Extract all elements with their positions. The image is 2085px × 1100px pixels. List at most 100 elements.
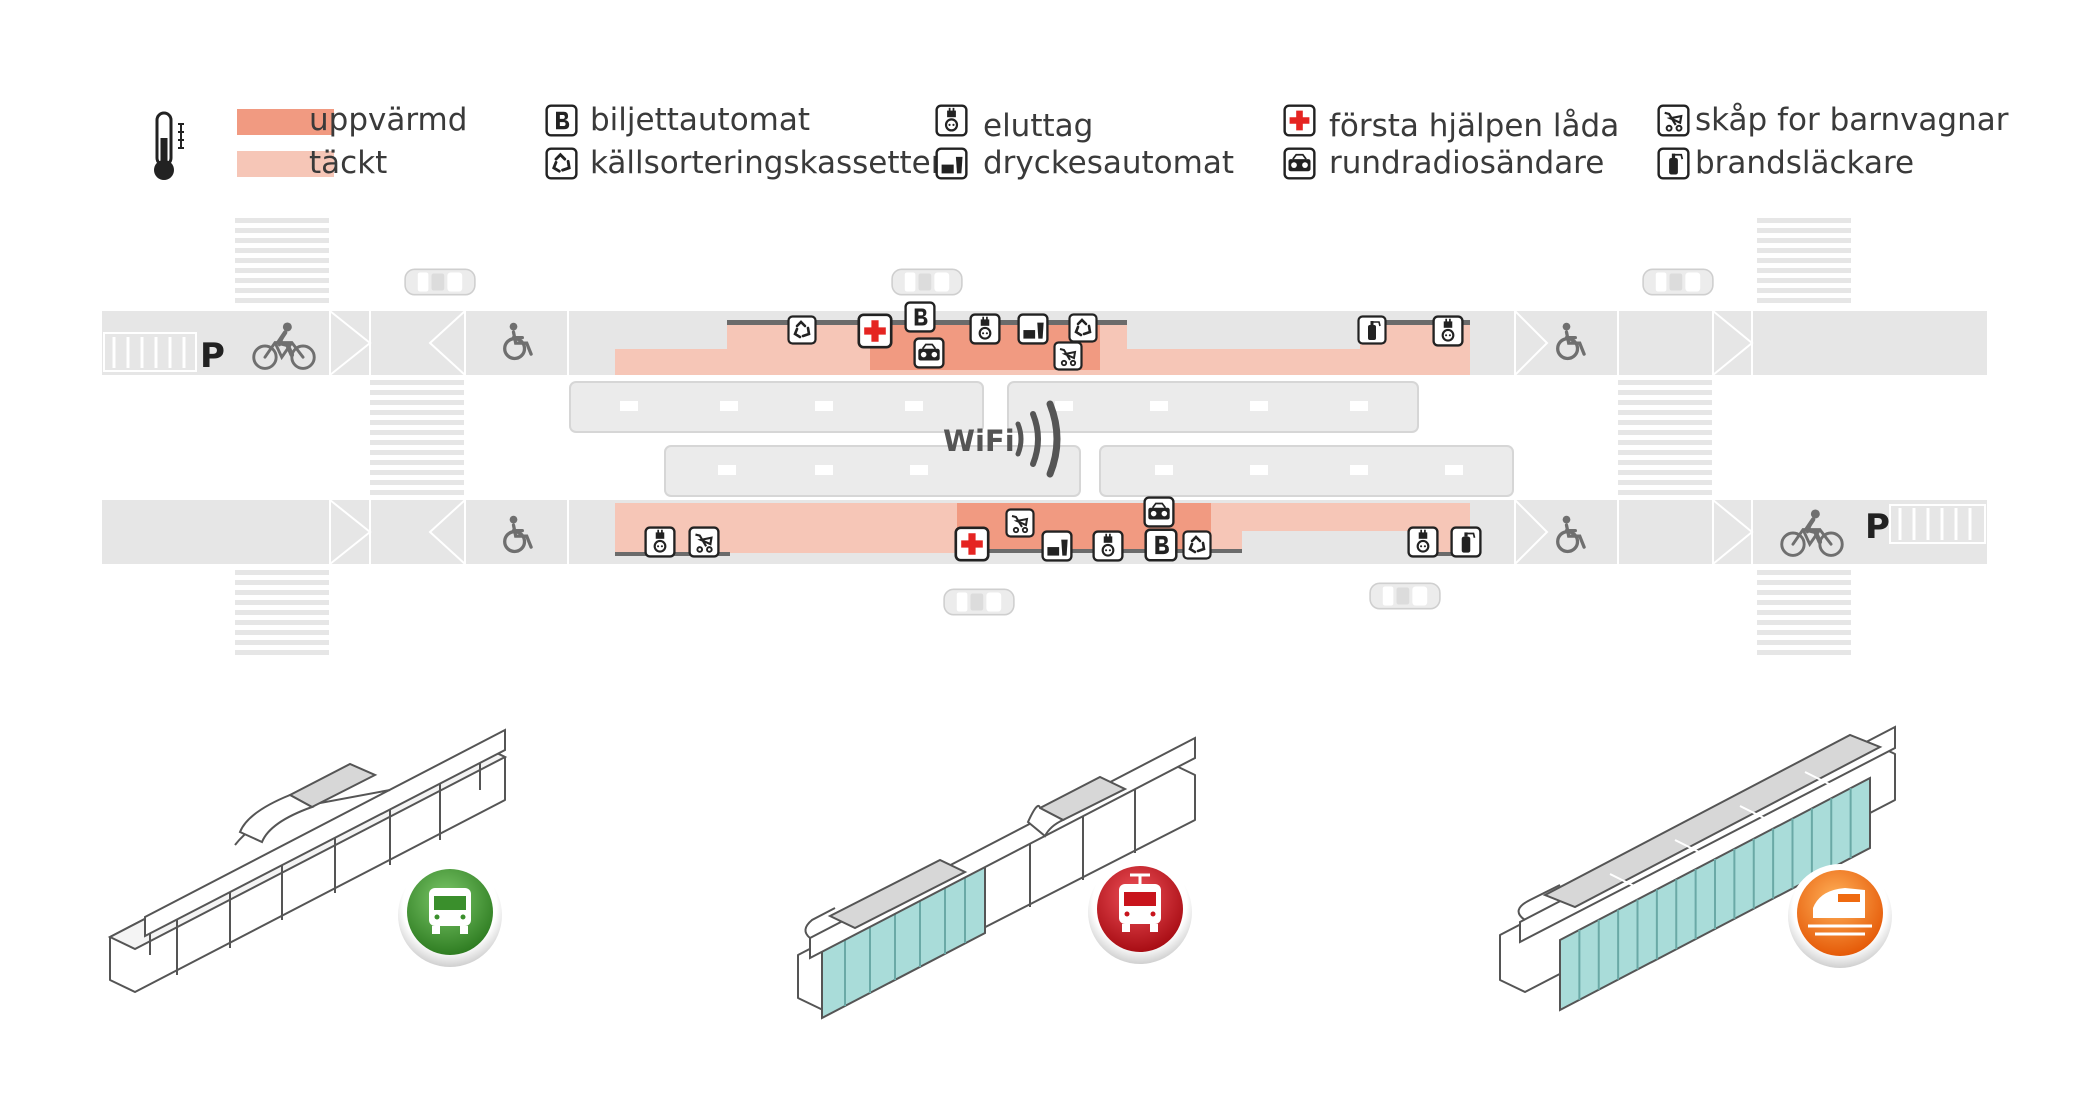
tram-shelter [797, 736, 1196, 1020]
recycle-icon [545, 147, 578, 180]
drink-icon [1017, 313, 1049, 345]
crosswalk-stripe [235, 238, 329, 243]
bus-badge [398, 863, 502, 967]
outlet-icon [644, 526, 676, 558]
bus-icon [429, 888, 471, 934]
legend-extinguisher-label: brandsläckare [1695, 145, 1914, 181]
crosswalk-stripe [1618, 380, 1712, 385]
sidewalk-markings [329, 310, 1754, 565]
extinguisher-icon [1357, 315, 1387, 345]
crosswalk-stripe [1618, 430, 1712, 435]
crosswalk-stripe [370, 420, 464, 425]
car-icon [1369, 582, 1441, 610]
crosswalk-stripe [1757, 600, 1851, 605]
crosswalk-stripe [370, 400, 464, 405]
extinguisher-icon [1657, 147, 1690, 180]
crosswalk-stripe [1618, 420, 1712, 425]
car-icon [943, 588, 1015, 616]
parking-left-label: P [200, 336, 225, 376]
stroller-icon [1053, 341, 1083, 371]
crosswalk-stripe [1757, 620, 1851, 625]
legend-recycle-label: källsorteringskassetter [590, 145, 944, 181]
crosswalk-stripe [370, 380, 464, 385]
drink-icon [1041, 530, 1073, 562]
first-aid-icon [857, 313, 893, 349]
legend-drink-label: dryckesautomat [983, 145, 1234, 181]
crosswalk-stripe [235, 650, 329, 655]
crosswalk-stripe [235, 288, 329, 293]
legend-heated-label: uppvärmd [309, 102, 467, 138]
crosswalk-stripe [370, 450, 464, 455]
outlet-icon [1407, 526, 1439, 558]
vehicles-on-road [569, 381, 1514, 497]
glass-panels [1578, 788, 1852, 1000]
bike-parking-right [1889, 504, 1986, 544]
crosswalk-stripe [1618, 440, 1712, 445]
tram-badge [1088, 860, 1192, 964]
crosswalk-stripe [1757, 590, 1851, 595]
first-aid-icon [954, 526, 990, 562]
legend-covered-label: täckt [309, 145, 387, 181]
crosswalk-stripe [1757, 258, 1851, 263]
crosswalk-stripe [235, 278, 329, 283]
crosswalk-stripe [235, 268, 329, 273]
crosswalk-stripe [235, 580, 329, 585]
crosswalk-stripe [235, 258, 329, 263]
crosswalk-stripe [370, 430, 464, 435]
crosswalk-stripe [235, 610, 329, 615]
crosswalk-stripe [370, 460, 464, 465]
crosswalk-stripe [1757, 640, 1851, 645]
ticket-machine-icon [1144, 528, 1178, 562]
radio-icon [913, 337, 945, 369]
crosswalk-stripe [1757, 580, 1851, 585]
crosswalk-stripe [1618, 480, 1712, 485]
stroller-icon [688, 526, 720, 558]
crosswalk-stripe [235, 248, 329, 253]
drink-icon [935, 147, 968, 180]
crosswalk-stripe [1757, 610, 1851, 615]
car-icon [891, 268, 963, 296]
crosswalk-stripe [370, 490, 464, 495]
first-aid-icon [1283, 104, 1316, 137]
tram-icon [1119, 873, 1161, 932]
parking-right-label: P [1865, 507, 1890, 547]
crosswalk-stripe [1618, 490, 1712, 495]
crosswalk-stripes [235, 218, 1851, 655]
ticket-machine-icon [904, 301, 936, 333]
bus-shelter [107, 728, 508, 993]
crosswalk-stripe [1757, 278, 1851, 283]
crosswalk-stripe [370, 440, 464, 445]
crosswalk-stripe [1757, 630, 1851, 635]
crosswalk-stripe [1618, 450, 1712, 455]
crosswalk-stripe [1757, 238, 1851, 243]
crosswalk-stripe [370, 470, 464, 475]
crosswalk-stripe [235, 298, 329, 303]
crosswalk-stripe [1618, 460, 1712, 465]
crosswalk-stripe [1757, 218, 1851, 223]
legend-firstaid-label: första hjälpen låda [1329, 108, 1619, 144]
crosswalk-stripe [235, 600, 329, 605]
crosswalk-stripe [1757, 268, 1851, 273]
crosswalk-stripe [235, 218, 329, 223]
crosswalk-stripe [235, 640, 329, 645]
thermometer-icon [154, 111, 184, 180]
station-plan: P P [102, 218, 1987, 655]
crosswalk-stripe [1618, 400, 1712, 405]
bike-parking-left [103, 332, 197, 372]
crosswalk-stripe [370, 410, 464, 415]
legend: uppvärmd täckt biljettautomat källsorter… [154, 102, 2009, 181]
wifi-label: WiFi [943, 424, 1015, 458]
train-icon [1808, 888, 1872, 936]
covered-swatch [237, 151, 334, 177]
radio-icon [1143, 496, 1175, 528]
crosswalk-stripe [235, 620, 329, 625]
legend-ticket-label: biljettautomat [590, 102, 810, 138]
crosswalk-stripe [235, 590, 329, 595]
radio-icon [1283, 147, 1316, 180]
recycle-icon [787, 315, 817, 345]
train-shelter [1499, 725, 1896, 1012]
car-icon [404, 268, 476, 296]
stroller-icon [1657, 104, 1690, 137]
outlet-icon [969, 313, 1001, 345]
crosswalk-stripe [235, 228, 329, 233]
